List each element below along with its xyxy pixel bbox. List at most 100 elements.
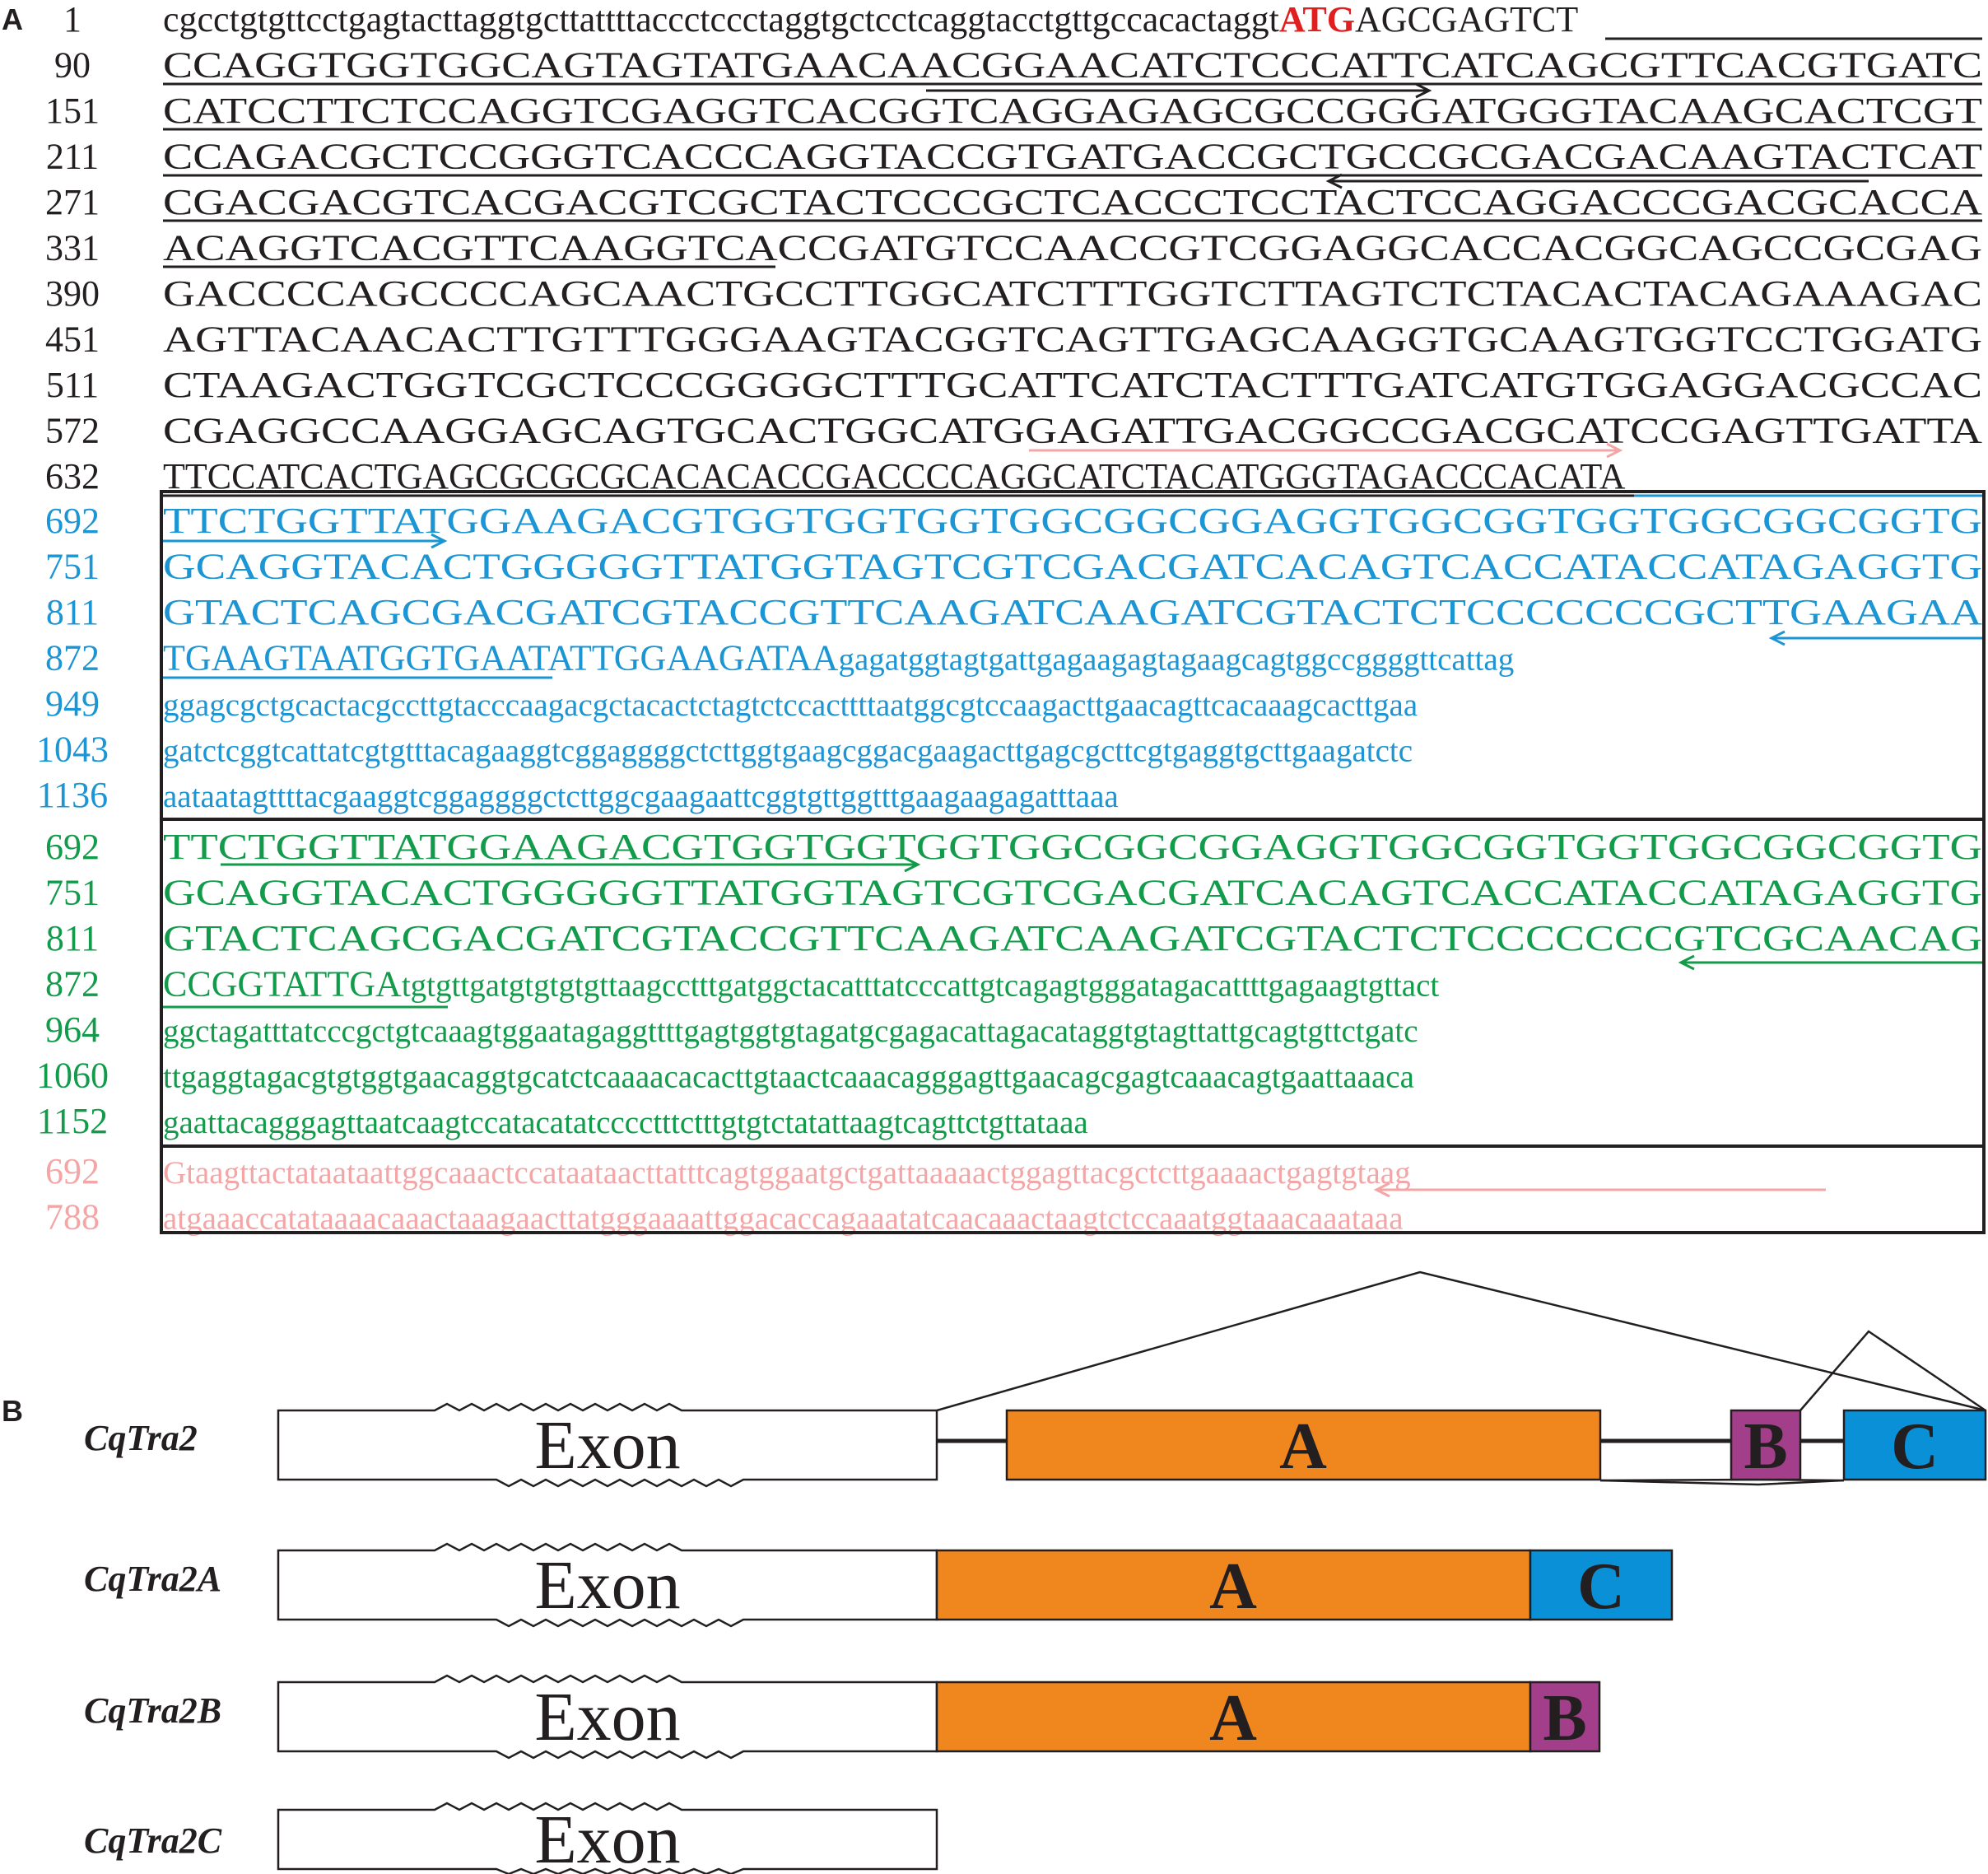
block-c-label: C <box>1577 1550 1625 1623</box>
exon-label: Exon <box>534 1802 680 1874</box>
sequence-segment: gaattacagggagttaatcaagtccatacatatccccttt… <box>163 1105 1088 1140</box>
block-a-label: A <box>1209 1550 1257 1623</box>
gene-row-cqtra2b: CqTra2B Exon A B <box>84 1674 1601 1760</box>
line-number: 811 <box>46 918 99 958</box>
sequence-segment: AGTTACAACACTTGTTTGGGAAGTACGGTCAGTTGAGCAA… <box>163 319 1982 360</box>
block-c <box>1842 1409 1987 1481</box>
arrow-head <box>1768 630 1785 646</box>
sequence-segment: ATG <box>1279 0 1355 40</box>
sequence-line: CCAGACGCTCCGGGTCACCCAGGTACCGTGATGACCGCTG… <box>163 137 1982 177</box>
sequence-segment: GACCCCAGCCCCAGCAACTGCCTTGGCATCTTTGGTCTTA… <box>163 273 1982 314</box>
sequence-line: TTCTGGTTATGGAAGACGTGGTGGTGGTGGCGGCGGAGGT… <box>163 827 1982 867</box>
sequence-segment: CTAAGACTGGTCGCTCCCGGGGCTTTGCATTCATCTACTT… <box>163 365 1982 405</box>
sequence-segment: AGCGAGTCT <box>1355 0 1578 40</box>
gene-row-cqtra2: CqTra2 Exon A B C <box>84 1402 1987 1488</box>
line-number: 331 <box>45 228 100 268</box>
sequence-line: ACAGGTCACGTTCAAGGTCACCGATGTCCAACCGTCGGAG… <box>163 228 1982 268</box>
sequence-line: GACCCCAGCCCCAGCAACTGCCTTGGCATCTTTGGTCTTA… <box>163 273 1982 314</box>
sequence-line: ggctagatttatcccgctgtcaaagtggaatagaggtttt… <box>163 1014 1418 1049</box>
gene-row-cqtra2a: CqTra2A Exon A C <box>84 1542 1674 1628</box>
arrow-head <box>904 856 921 873</box>
sequence-segment: CCGGTATTGA <box>163 964 402 1005</box>
line-number: 1136 <box>37 775 108 815</box>
exon-box <box>277 1402 938 1488</box>
sequence-line: CCAGGTGGTGGCAGTAGTATGAACAACGGAACATCTCCCA… <box>163 45 1982 86</box>
sequence-segment: GTACTCAGCGACGATCGTACCGTTCAAGATCAAGATCGTA… <box>163 918 1982 958</box>
arrow-head <box>1606 442 1623 459</box>
line-number: 90 <box>54 45 91 86</box>
sequence-line: CCGGTATTGAtgtgttgatgtgtgtgttaagcctttgatg… <box>163 964 1439 1005</box>
sequence-segment: GCAGGTACACTGGGGGTTATGGTAGTCGTCGACGATCACA… <box>163 547 1982 587</box>
arrow-head <box>431 533 448 549</box>
block-c <box>1529 1549 1674 1621</box>
block-a-label: A <box>1279 1410 1327 1483</box>
sequence-line: aataatagttttacgaaggtcggaggggctcttggcgaag… <box>163 779 1119 814</box>
block-c-label: C <box>1891 1410 1939 1483</box>
blue-primer-marks <box>163 494 1982 679</box>
sequence-segment: gagatggtagtgattgagaagagtagaagcagtggccggg… <box>838 642 1514 678</box>
line-number: 451 <box>45 319 100 360</box>
sequence-segment: Gtaagttactataataattggcaaactccataataactta… <box>163 1155 1411 1191</box>
sequence-line: atgaaaccatataaaacaaactaaagaacttatgggaaaa… <box>163 1201 1404 1237</box>
line-number: 692 <box>45 501 100 541</box>
sequence-line: TGAAGTAATGGTGAATATTGGAAGATAAgagatggtagtg… <box>163 638 1514 678</box>
sequence-segment: TTCTGGTTATGGAAGACGTGGTGGTGGTGGCGGCGGAGGT… <box>163 501 1982 541</box>
sequence-segment: GTACTCAGCGACGATCGTACCGTTCAAGATCAAGATCGTA… <box>163 592 1982 632</box>
line-number: 511 <box>46 365 99 405</box>
line-number: 632 <box>45 456 100 496</box>
sequence-segment: CGACGACGTCACGACGTCGCTACTCCCGCTCACCCTCCTA… <box>163 182 1982 222</box>
gene-name: CqTra2B <box>84 1690 221 1731</box>
sequence-segment: ggagcgctgcactacgccttgtacccaagacgctacactc… <box>163 688 1418 723</box>
block-b-label: B <box>1543 1682 1586 1755</box>
sequence-line: GCAGGTACACTGGGGGTTATGGTAGTCGTCGACGATCACA… <box>163 873 1982 913</box>
isoform-c-box <box>160 1144 1986 1234</box>
sequence-segment: GCAGGTACACTGGGGGTTATGGTAGTCGTCGACGATCACA… <box>163 873 1982 913</box>
block-b-label: B <box>1744 1410 1787 1483</box>
sequence-line: CGACGACGTCACGACGTCGCTACTCCCGCTCACCCTCCTA… <box>163 182 1982 222</box>
panel-b-label: B <box>2 1394 23 1428</box>
sequence-line: CGAGGCCAAGGAGCAGTGCACTGGCATGGAGATTGACGGC… <box>163 411 1982 451</box>
pink-primer-forward <box>1029 442 1623 459</box>
line-number: 1043 <box>36 730 109 770</box>
gene-name: CqTra2 <box>84 1418 198 1458</box>
sequence-line: gatctcggtcattatcgtgtttacagaaggtcggaggggc… <box>163 734 1413 769</box>
sequence-line: CTAAGACTGGTCGCTCCCGGGGCTTTGCATTCATCTACTT… <box>163 365 1982 405</box>
line-number: 151 <box>45 91 100 131</box>
sequence-segment: ttgaggtagacgtgtggtgaacaggtgcatctcaaaacac… <box>163 1060 1414 1095</box>
sequence-line: Gtaagttactataataattggcaaactccataataactta… <box>163 1155 1411 1191</box>
line-number: 949 <box>45 683 100 724</box>
exon-label: Exon <box>534 1679 680 1755</box>
sequence-line: AGTTACAACACTTGTTTGGGAAGTACGGTCAGTTGAGCAA… <box>163 319 1982 360</box>
sequence-segment: CCAGGTGGTGGCAGTAGTATGAACAACGGAACATCTCCCA… <box>163 45 1982 86</box>
line-number: 964 <box>45 1009 100 1050</box>
block-b <box>1730 1409 1802 1481</box>
arrow-head <box>1678 954 1695 971</box>
line-number: 751 <box>45 547 100 587</box>
line-number: 788 <box>45 1197 100 1238</box>
arrow-head <box>1373 1182 1390 1198</box>
sequence-segment: CCAGACGCTCCGGGTCACCCAGGTACCGTGATGACCGCTG… <box>163 137 1982 177</box>
sequence-segment: TGAAGTAATGGTGAATATTGGAAGATAA <box>163 638 839 678</box>
line-number: 1 <box>63 0 81 40</box>
sequence-segment: aataatagttttacgaaggtcggaggggctcttggcgaag… <box>163 779 1119 814</box>
pink-primer-reverse <box>1373 1182 1826 1198</box>
line-number: 872 <box>45 964 100 1005</box>
primer-arrows-black <box>926 82 1869 189</box>
block-a <box>935 1549 1532 1621</box>
line-number: 1060 <box>36 1056 109 1096</box>
sequence-segment: TTCTGGTTATGGAAGACGTGGTGGTGGTGGCGGCGGAGGT… <box>163 827 1982 867</box>
sequence-line: ttgaggtagacgtgtggtgaacaggtgcatctcaaaacac… <box>163 1060 1414 1095</box>
line-number: 751 <box>45 873 100 913</box>
sequence-line: CATCCTTCTCCAGGTCGAGGTCACGGTCAGGAGAGCGCCG… <box>163 91 1982 131</box>
gene-name: CqTra2C <box>84 1820 222 1861</box>
splice-line-b-to-c <box>1799 1330 1986 1412</box>
sequence-segment: ggctagatttatcccgctgtcaaagtggaatagaggtttt… <box>163 1014 1418 1049</box>
line-number: 692 <box>45 1151 100 1191</box>
sequence-segment: gatctcggtcattatcgtgtttacagaaggtcggaggggc… <box>163 734 1413 769</box>
sequence-segment: CGAGGCCAAGGAGCAGTGCACTGGCATGGAGATTGACGGC… <box>163 411 1982 451</box>
line-number: 390 <box>45 273 100 314</box>
sequence-line: GTACTCAGCGACGATCGTACCGTTCAAGATCAAGATCGTA… <box>163 918 1982 958</box>
sequence-segment: atgaaaccatataaaacaaactaaagaacttatgggaaaa… <box>163 1201 1404 1237</box>
